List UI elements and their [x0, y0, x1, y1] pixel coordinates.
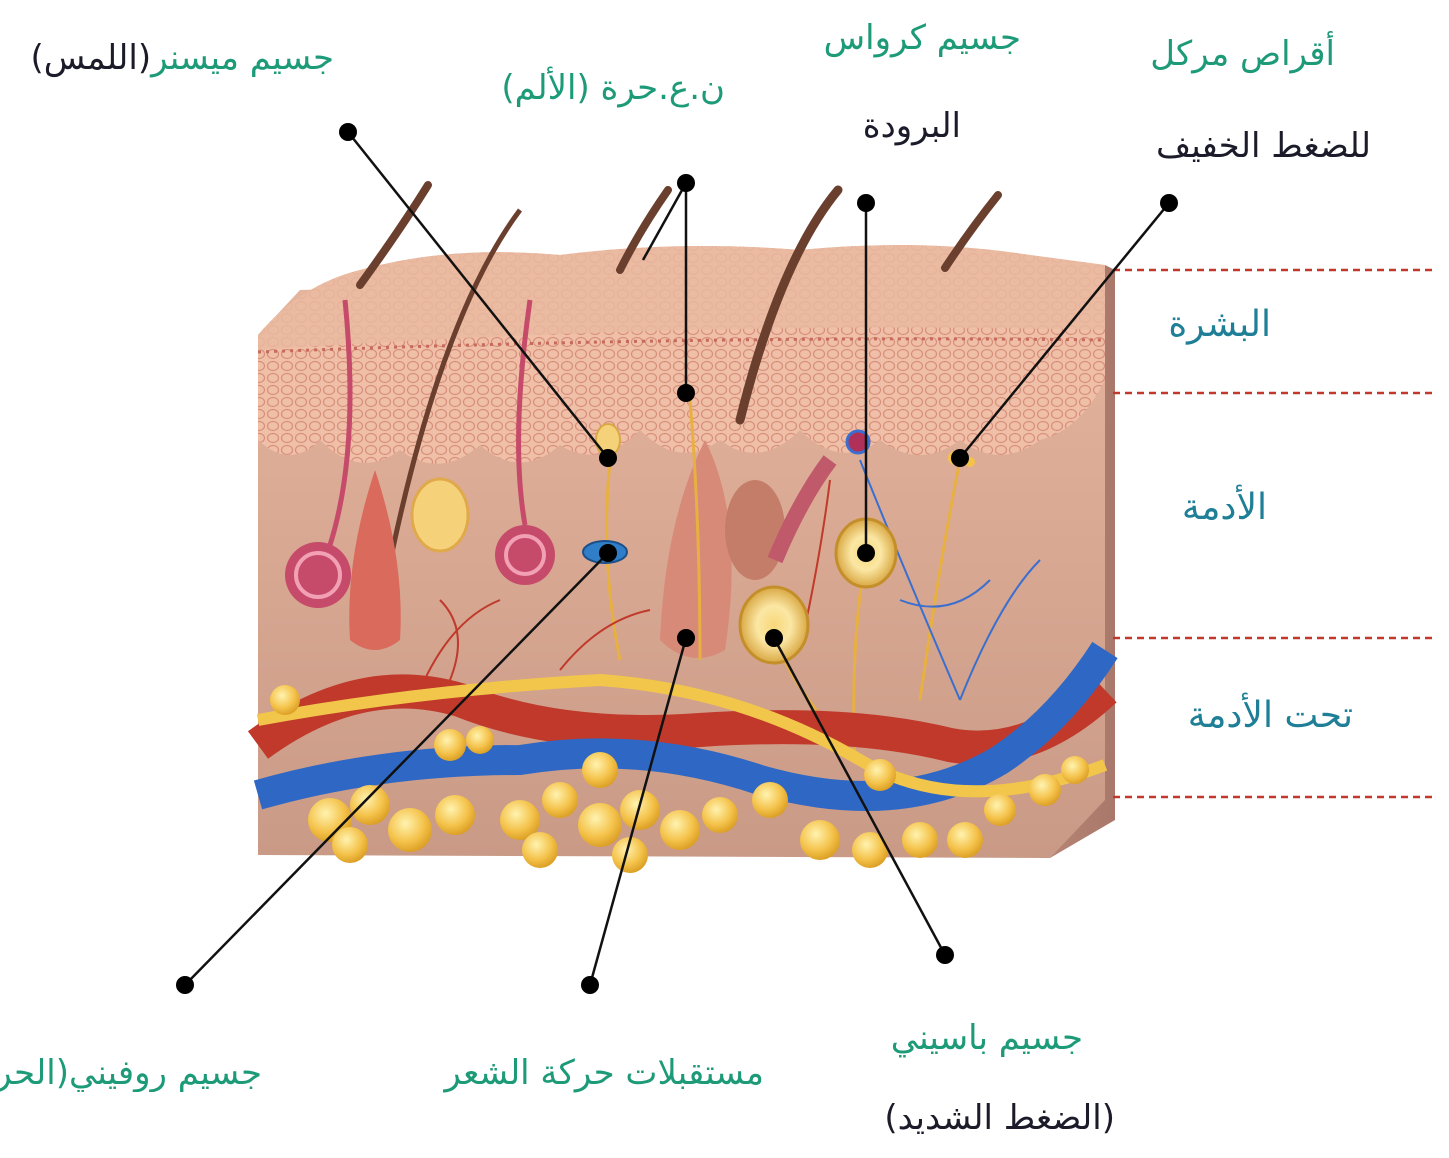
krause-name: جسيم كرواس [824, 20, 1021, 57]
pacini-name: جسيم باسيني [891, 1020, 1083, 1057]
hair-movement-receptors-label: مستقبلات حركة الشعر [444, 1055, 764, 1092]
meissner-label: جسيم ميسنر(اللمس) [31, 40, 334, 77]
merkel-name: أقراص مركل [1150, 36, 1335, 73]
meissner-name: جسيم ميسنر [151, 38, 334, 78]
ruffini-label: جسيم روفيني(الحرارة) [0, 1055, 262, 1092]
hypodermis-layer-label: تحت الأدمة [1188, 696, 1353, 736]
epidermis-layer-label: البشرة [1168, 305, 1271, 345]
krause-function: البرودة [863, 108, 961, 145]
pacini-function: (الضغط الشديد) [884, 1100, 1115, 1137]
dermis-layer-label: الأدمة [1182, 488, 1267, 528]
follicle-gland-center [725, 480, 785, 580]
pacini-corpuscle-lower [740, 587, 808, 663]
free-nerve-ending-label: ن.ع.حرة (الألم) [501, 70, 725, 107]
sebaceous-gland [412, 479, 468, 551]
merkel-function: للضغط الخفيف [1156, 128, 1371, 165]
meissner-function: (اللمس) [31, 38, 152, 78]
ruffini-text: جسيم روفيني(الحرارة) [0, 1055, 262, 1092]
